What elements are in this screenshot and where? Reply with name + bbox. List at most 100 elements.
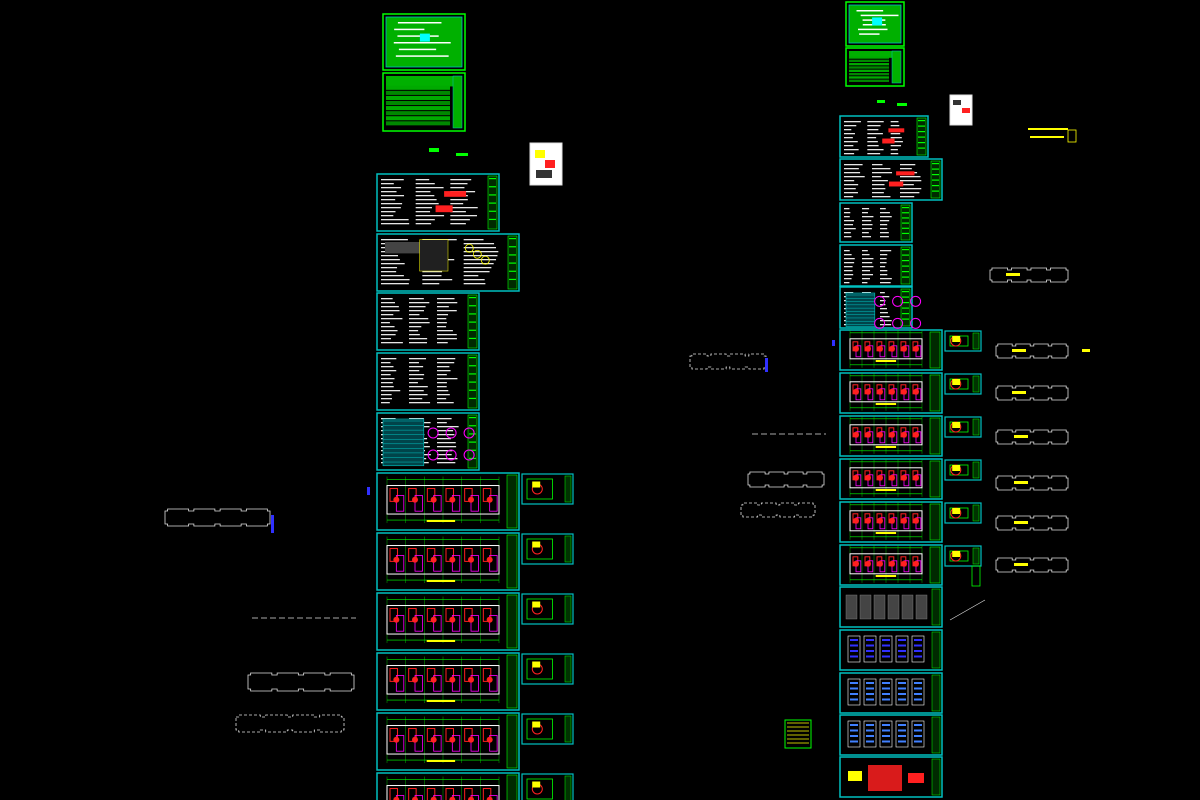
thumb-mark [532, 601, 541, 608]
general-notes-sheet[interactable] [376, 292, 480, 351]
note-text-line [437, 362, 455, 364]
floor-plan-sheet[interactable] [839, 458, 943, 500]
building-outline[interactable] [740, 502, 816, 518]
title-block-line [902, 296, 909, 298]
general-notes-sheet[interactable] [376, 173, 500, 232]
note-text-line [872, 168, 891, 170]
table-sheet[interactable] [845, 47, 905, 87]
detail-thumbnail[interactable] [944, 373, 982, 395]
note-text-line [450, 207, 478, 209]
note-text-line [880, 254, 888, 256]
yellow-note[interactable] [1028, 128, 1077, 143]
elevation-sheet[interactable] [839, 629, 943, 671]
building-outline[interactable] [995, 343, 1069, 359]
thumb-title-block [564, 655, 572, 683]
detail-thumbnail[interactable] [944, 502, 982, 524]
floor-plan-sheet[interactable] [376, 652, 520, 711]
window-row [914, 682, 922, 684]
window-row [898, 729, 906, 732]
legend-sheet[interactable] [949, 94, 973, 126]
detail-thumbnail[interactable] [521, 593, 574, 625]
general-notes-sheet[interactable] [839, 286, 922, 329]
floor-plan-sheet[interactable] [839, 415, 943, 457]
elevation-bay [895, 678, 909, 706]
general-notes-sheet[interactable] [376, 352, 480, 411]
window-row [898, 735, 906, 737]
loose-building-outlines[interactable] [164, 267, 1090, 733]
general-notes-sheet[interactable] [376, 233, 520, 292]
label-mark [897, 103, 907, 106]
detail-thumbnail[interactable] [521, 713, 574, 745]
window-row [914, 639, 922, 641]
floor-plan-sheet[interactable] [376, 532, 520, 591]
elevation-bay [863, 720, 877, 748]
cover-page[interactable] [845, 1, 905, 47]
building-outline[interactable] [995, 475, 1069, 491]
room [414, 735, 423, 752]
note-text-line [463, 239, 484, 241]
elevation-sheet[interactable] [839, 756, 943, 798]
elevation-sheet[interactable] [839, 586, 943, 628]
title-block-line [469, 397, 476, 400]
building-outline[interactable] [995, 515, 1069, 531]
general-notes-sheet[interactable] [839, 244, 913, 287]
general-notes-sheet[interactable] [839, 202, 913, 243]
floor-plan-sheet[interactable] [839, 544, 943, 586]
note-text-line [450, 215, 478, 217]
building-outline[interactable] [747, 471, 825, 488]
building-outline[interactable] [995, 557, 1069, 573]
general-notes-sheet[interactable] [376, 412, 480, 471]
detail-thumbnail[interactable] [521, 653, 574, 685]
stair-mark [393, 556, 400, 563]
note-text-line [844, 292, 854, 294]
window-row [882, 740, 890, 743]
detail-thumbnail[interactable] [521, 773, 574, 800]
detail-thumbnail[interactable] [521, 473, 574, 505]
title-block [931, 758, 941, 796]
stair-mark [468, 496, 474, 503]
room [389, 728, 398, 742]
building-outline[interactable] [995, 429, 1069, 445]
floor-plan-sheet[interactable] [839, 329, 943, 371]
floor-plan-sheet[interactable] [376, 712, 520, 771]
elevation-sheet[interactable] [839, 672, 943, 714]
floor-plan-sheet[interactable] [839, 501, 943, 543]
note-text-line [862, 282, 868, 284]
table-sheet[interactable] [382, 72, 466, 132]
building-outline[interactable] [995, 385, 1069, 401]
right-drawing-set[interactable] [784, 1, 1077, 798]
room [470, 555, 479, 572]
note-text-line [415, 199, 437, 201]
stair-mark [901, 388, 907, 395]
detail-thumbnail[interactable] [944, 330, 982, 352]
stair-detail[interactable] [784, 719, 812, 749]
floor-plan-sheet[interactable] [376, 472, 520, 531]
detail-thumbnail[interactable] [944, 459, 982, 481]
legend-sheet[interactable] [529, 142, 563, 186]
left-drawing-set[interactable] [367, 13, 574, 800]
detail-thumbnail[interactable] [944, 545, 982, 567]
elevation-sheet[interactable] [839, 714, 943, 756]
floor-plan-sheet[interactable] [376, 772, 520, 800]
cover-page[interactable] [382, 13, 466, 71]
building-outline[interactable] [247, 672, 355, 692]
floor-plan-sheet[interactable] [376, 592, 520, 651]
building-outline[interactable] [164, 508, 271, 527]
room [470, 795, 479, 800]
note-text-line [900, 168, 912, 170]
note-text-line [862, 232, 869, 234]
building-outline[interactable] [989, 267, 1069, 283]
room [395, 495, 405, 512]
room [445, 668, 454, 682]
general-notes-sheet[interactable] [839, 158, 943, 201]
floor-plan-sheet[interactable] [839, 372, 943, 414]
thumb-mark [532, 481, 541, 488]
detail-thumbnail[interactable] [521, 533, 574, 565]
title-block-line [469, 329, 476, 331]
note-text-line [437, 310, 457, 312]
detail-thumbnail[interactable] [944, 416, 982, 438]
room [482, 668, 492, 682]
general-notes-sheet[interactable] [839, 115, 929, 158]
building-outline[interactable] [235, 714, 345, 733]
